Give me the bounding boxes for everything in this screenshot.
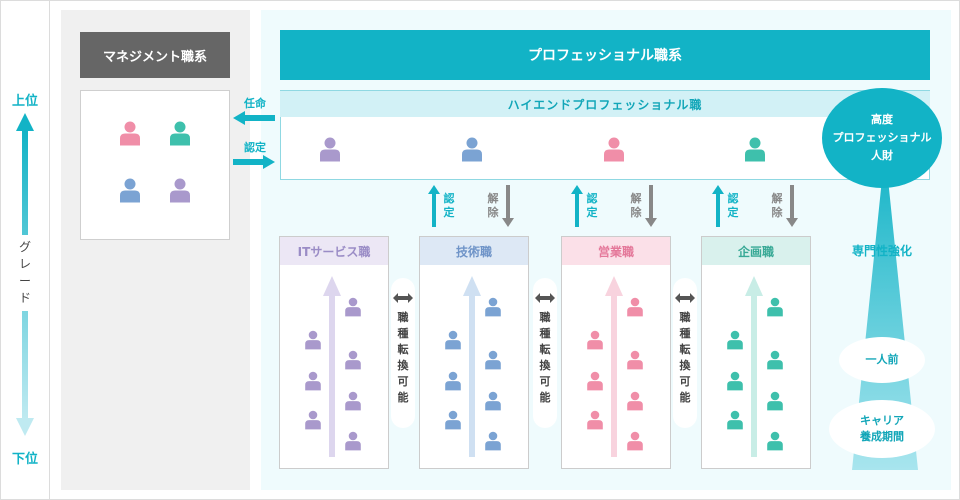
- person-icon: [485, 350, 501, 370]
- management-box: [80, 90, 230, 240]
- job-switch-label: 職種転換可能: [679, 311, 691, 404]
- job-switch-3: [673, 278, 697, 428]
- person-icon: [485, 431, 501, 451]
- release-down-arrow-icon: [502, 185, 514, 227]
- switch-arrow-icon: [535, 293, 555, 303]
- specialization-label: 専門性強化: [851, 244, 912, 258]
- job-switch-label: 職種転換可能: [397, 311, 409, 404]
- person-icon: [485, 391, 501, 411]
- job-switch-label: 職種転換可能: [539, 311, 551, 404]
- growth-arrow-icon: [745, 276, 763, 457]
- certify-vertical-label: 認定: [586, 192, 598, 219]
- growth-arrow-icon: [463, 276, 481, 457]
- person-icon: [627, 297, 643, 317]
- certify-vertical-label: 認定: [443, 192, 455, 219]
- person-icon: [627, 350, 643, 370]
- person-icon: [120, 121, 140, 146]
- person-icon: [627, 431, 643, 451]
- high-end-title: ハイエンドプロフェッショナル職: [280, 91, 930, 117]
- person-icon: [767, 431, 783, 451]
- management-title: マネジメント職系: [80, 32, 230, 78]
- person-icon: [170, 178, 190, 203]
- person-icon: [445, 330, 461, 350]
- certify-up-arrow-icon: [712, 185, 724, 227]
- person-icon: [627, 391, 643, 411]
- column-title-engineering: 技術職: [420, 237, 528, 265]
- full-fledged-circle: 一人前: [839, 337, 925, 383]
- person-icon: [767, 297, 783, 317]
- professional-title: プロフェッショナル職系: [280, 30, 930, 80]
- person-icon: [485, 297, 501, 317]
- person-icon: [305, 371, 321, 391]
- person-icon: [745, 137, 765, 162]
- grade-top-label: 上位: [11, 94, 38, 109]
- switch-arrow-icon: [675, 293, 695, 303]
- grade-label: グ レ ー ド: [14, 235, 36, 311]
- release-down-arrow-icon: [645, 185, 657, 227]
- release-down-arrow-icon: [786, 185, 798, 227]
- specialization-cone: [852, 150, 918, 470]
- growth-arrow-icon: [323, 276, 341, 457]
- person-icon: [462, 137, 482, 162]
- growth-arrow-icon: [605, 276, 623, 457]
- job-switch-1: [391, 278, 415, 428]
- person-icon: [305, 410, 321, 430]
- release-vertical-label: 解除: [487, 192, 499, 219]
- column-title-planning: 企画職: [702, 237, 810, 265]
- certify-label: 認定: [244, 141, 266, 154]
- release-vertical-label: 解除: [771, 192, 783, 219]
- person-icon: [587, 410, 603, 430]
- certify-arrow-icon: [233, 155, 275, 169]
- person-icon: [587, 371, 603, 391]
- switch-arrow-icon: [393, 293, 413, 303]
- column-title-it-service: ITサービス職: [280, 237, 388, 265]
- person-icon: [345, 297, 361, 317]
- person-icon: [305, 330, 321, 350]
- top-talent-circle: 高度 プロフェッショナル 人財: [822, 88, 942, 188]
- person-icon: [727, 330, 743, 350]
- grade-bottom-label: 下位: [11, 452, 38, 467]
- job-switch-2: [533, 278, 557, 428]
- certify-up-arrow-icon: [571, 185, 583, 227]
- person-icon: [767, 391, 783, 411]
- release-vertical-label: 解除: [630, 192, 642, 219]
- person-icon: [345, 431, 361, 451]
- column-title-sales: 営業職: [562, 237, 670, 265]
- certify-up-arrow-icon: [428, 185, 440, 227]
- person-icon: [120, 178, 140, 203]
- appoint-arrow-icon: [233, 111, 275, 125]
- person-icon: [445, 410, 461, 430]
- person-icon: [727, 410, 743, 430]
- person-icon: [320, 137, 340, 162]
- person-icon: [170, 121, 190, 146]
- person-icon: [587, 330, 603, 350]
- person-icon: [345, 350, 361, 370]
- person-icon: [767, 350, 783, 370]
- person-icon: [727, 371, 743, 391]
- appoint-label: 任命: [244, 97, 266, 110]
- person-icon: [345, 391, 361, 411]
- career-circle: キャリア 養成期間: [829, 400, 935, 458]
- grade-divider: [49, 0, 50, 500]
- person-icon: [445, 371, 461, 391]
- certify-vertical-label: 認定: [727, 192, 739, 219]
- person-icon: [604, 137, 624, 162]
